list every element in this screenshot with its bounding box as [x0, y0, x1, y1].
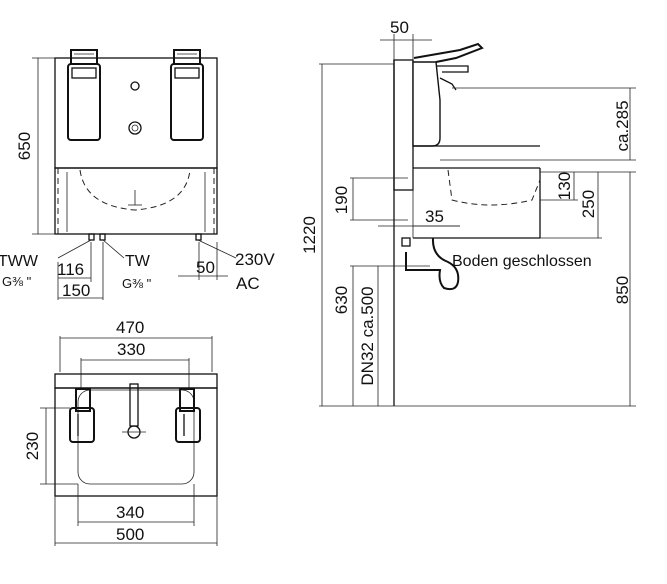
top-right-tap — [175, 388, 201, 443]
front-view: 650 TWW G⅜ " TW G⅜ " 116 150 50 230V AC — [0, 49, 275, 300]
side-panel — [393, 59, 414, 191]
dim-front-50: 50 — [196, 258, 215, 277]
front-fitting-lower — [128, 121, 142, 135]
dim-front-height: 650 — [15, 132, 34, 160]
front-basin-body — [54, 167, 218, 235]
dim-850: 850 — [613, 276, 632, 304]
top-view: 470 330 230 340 — [23, 318, 218, 546]
label-voltage: 230V — [235, 250, 275, 269]
dim-150: 150 — [62, 281, 90, 300]
label-boden-geschlossen: Boden geschlossen — [452, 253, 592, 270]
dim-116: 116 — [57, 260, 84, 279]
label-ac: AC — [236, 274, 260, 293]
side-bowl-outline — [447, 169, 541, 206]
top-shelf — [54, 373, 218, 389]
front-bowl-outline — [79, 169, 191, 211]
top-bowl — [77, 389, 195, 485]
front-right-tap — [170, 49, 204, 141]
dim-side-50-top: 50 — [390, 18, 409, 37]
dim-190: 190 — [332, 186, 351, 214]
side-drain-trap — [405, 237, 460, 291]
dim-470: 470 — [116, 318, 144, 337]
dim-130: 130 — [555, 172, 574, 200]
dim-250: 250 — [579, 190, 598, 218]
label-tw: TW — [125, 253, 151, 270]
top-left-tap — [69, 388, 95, 443]
side-lever — [413, 42, 484, 63]
dim-dn32: DN32 ca.500 — [358, 286, 377, 385]
side-spout — [436, 65, 469, 73]
label-tww-thread: G⅜ " — [2, 274, 32, 289]
front-fitting-upper — [130, 81, 140, 91]
dim-230: 230 — [23, 432, 42, 460]
dim-330: 330 — [117, 340, 145, 359]
dim-500: 500 — [116, 525, 144, 544]
dim-1220: 1220 — [300, 216, 319, 254]
front-back-panel — [54, 57, 218, 169]
top-basin — [54, 387, 218, 497]
dim-35: 35 — [425, 207, 444, 226]
label-tww: TWW — [0, 253, 39, 270]
dim-340: 340 — [116, 503, 144, 522]
dim-ca285: ca.285 — [613, 100, 632, 151]
label-tw-thread: G⅜ " — [122, 276, 152, 291]
side-tap-housing — [412, 61, 441, 147]
front-left-tap — [67, 49, 101, 141]
side-view: 50 ca.285 — [300, 18, 636, 407]
dim-630: 630 — [332, 286, 351, 314]
